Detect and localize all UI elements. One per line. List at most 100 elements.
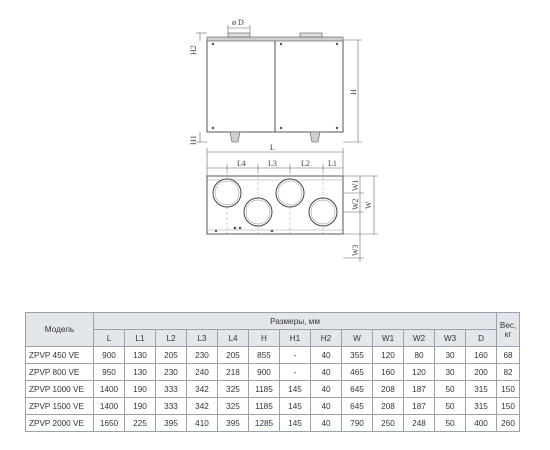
value-cell: 395	[155, 414, 187, 432]
value-cell: 333	[155, 380, 187, 398]
value-cell: 250	[372, 414, 404, 432]
front-view: ø D H2 H1 H	[189, 18, 362, 145]
column-header-w: W	[341, 329, 373, 347]
value-cell: 208	[372, 397, 404, 415]
column-header-h2: H2	[310, 329, 342, 347]
value-cell: 1185	[248, 397, 280, 415]
dim-label-w3: W3	[351, 244, 360, 256]
value-cell: 342	[186, 380, 218, 398]
dim-label-l3: L3	[268, 159, 277, 168]
column-header-l1: L1	[124, 329, 156, 347]
value-cell: 900	[93, 346, 125, 364]
weight-cell: 150	[496, 397, 521, 415]
value-cell: 248	[403, 414, 435, 432]
value-cell: 120	[403, 363, 435, 381]
value-cell: 50	[434, 380, 466, 398]
value-cell: 187	[403, 397, 435, 415]
model-cell: ZPVP 1000 VE	[25, 380, 94, 398]
weight-header-line1: Вес,	[499, 320, 517, 330]
plan-view: L L4 L3 L2 L1	[206, 143, 378, 262]
value-cell: 325	[217, 397, 249, 415]
dim-label-l1: L1	[328, 159, 337, 168]
value-cell: 1400	[93, 397, 125, 415]
value-cell: 40	[310, 397, 342, 415]
value-cell: 790	[341, 414, 373, 432]
value-cell: 1650	[93, 414, 125, 432]
value-cell: 190	[124, 380, 156, 398]
value-cell: 120	[372, 346, 404, 364]
column-header-h: H	[248, 329, 280, 347]
value-cell: 395	[217, 414, 249, 432]
dim-label-l2: L2	[301, 159, 310, 168]
column-header-l: L	[93, 329, 125, 347]
value-cell: 40	[310, 380, 342, 398]
value-cell: 187	[403, 380, 435, 398]
value-cell: 240	[186, 363, 218, 381]
technical-drawing: ø D H2 H1 H L L4 L3 L2 L1	[189, 18, 378, 262]
weight-header-line2: кг	[504, 329, 512, 339]
value-cell: 342	[186, 397, 218, 415]
model-cell: ZPVP 1500 VE	[25, 397, 94, 415]
dimensions-group-header: Размеры, мм	[92, 312, 498, 330]
value-cell: 190	[124, 397, 156, 415]
model-cell: ZPVP 450 VE	[25, 346, 94, 364]
weight-cell: 150	[496, 380, 521, 398]
value-cell: 30	[434, 346, 466, 364]
value-cell: 160	[372, 363, 404, 381]
dim-label-l4: L4	[237, 159, 246, 168]
value-cell: 205	[217, 346, 249, 364]
dim-label-w1: W1	[351, 179, 360, 191]
column-header-l3: L3	[186, 329, 218, 347]
value-cell: 645	[341, 397, 373, 415]
model-cell: ZPVP 800 VE	[25, 363, 94, 381]
value-cell: 40	[310, 414, 342, 432]
column-header-w2: W2	[403, 329, 435, 347]
value-cell: 400	[464, 414, 498, 432]
value-cell: 355	[341, 346, 373, 364]
value-cell: 30	[434, 363, 466, 381]
value-cell: 325	[217, 380, 249, 398]
value-cell: 145	[279, 380, 311, 398]
dim-label-w2: W2	[351, 198, 360, 210]
weight-cell: 82	[496, 363, 521, 381]
value-cell: 410	[186, 414, 218, 432]
value-cell: 333	[155, 397, 187, 415]
model-cell: ZPVP 2000 VE	[25, 414, 94, 432]
column-header-d: D	[464, 329, 498, 347]
dim-label-l: L	[270, 143, 275, 152]
value-cell: 315	[464, 380, 498, 398]
value-cell: -	[279, 363, 311, 381]
value-cell: 465	[341, 363, 373, 381]
value-cell: 645	[341, 380, 373, 398]
value-cell: 315	[464, 397, 498, 415]
weight-header: Вес, кг	[496, 312, 521, 347]
value-cell: 130	[124, 346, 156, 364]
value-cell: 900	[248, 363, 280, 381]
value-cell: 50	[434, 414, 466, 432]
value-cell: 1185	[248, 380, 280, 398]
dim-label-h2: H2	[189, 45, 198, 55]
value-cell: 40	[310, 346, 342, 364]
column-header-l2: L2	[155, 329, 187, 347]
dim-label-h1: H1	[189, 135, 198, 145]
value-cell: 40	[310, 363, 342, 381]
value-cell: 205	[155, 346, 187, 364]
column-header-l4: L4	[217, 329, 249, 347]
value-cell: 145	[279, 414, 311, 432]
value-cell: 208	[372, 380, 404, 398]
dim-label-w: W	[364, 201, 373, 209]
column-header-h1: H1	[279, 329, 311, 347]
dim-label-diameter: ø D	[232, 18, 244, 27]
value-cell: 230	[155, 363, 187, 381]
column-header-w1: W1	[372, 329, 404, 347]
model-header: Модель	[25, 312, 94, 347]
value-cell: 130	[124, 363, 156, 381]
weight-cell: 260	[496, 414, 521, 432]
value-cell: 50	[434, 397, 466, 415]
